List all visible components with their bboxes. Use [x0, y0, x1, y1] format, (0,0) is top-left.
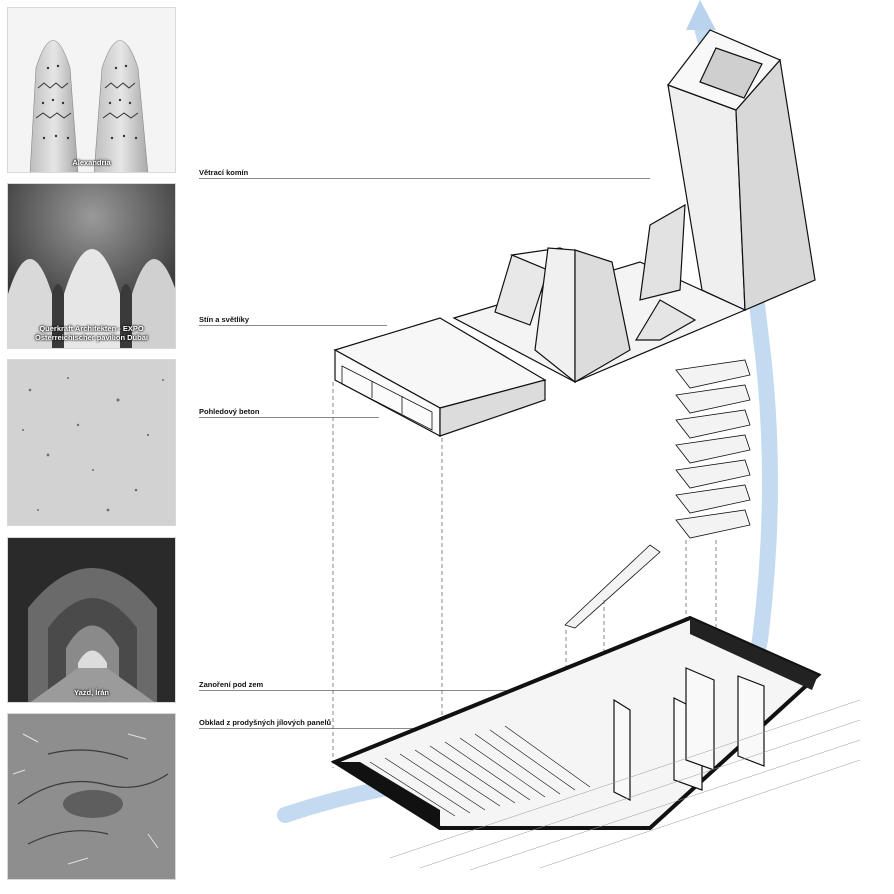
label-chimney: Větrací komín: [199, 168, 249, 177]
photo-caption-querkraft-2: Österreichischer pavilion Dubai: [35, 333, 148, 342]
photo-caption-yazd: Yazd, Írán: [73, 688, 109, 697]
label-concrete: Pohledový beton: [199, 407, 260, 416]
concrete-texture-image: [8, 360, 175, 525]
ground-texture: [389, 699, 861, 871]
underground-base: [330, 615, 822, 830]
ventilation-chimney: [667, 29, 816, 311]
label-underground: Zanoření pod zem: [199, 680, 264, 689]
yazd-alley-image: [8, 538, 175, 702]
concrete-volume: [333, 317, 547, 437]
photo-alexandria: Alexandria: [7, 7, 176, 173]
leader-concrete: [199, 417, 379, 418]
leader-cladding: [199, 728, 415, 729]
label-shade: Stín a světlíky: [199, 315, 250, 324]
projection-lines: [332, 382, 717, 810]
label-cladding: Obklad z prodyšných jílových panelů: [199, 718, 332, 727]
photo-clay: [7, 713, 176, 880]
stair-flights: [564, 359, 751, 629]
leader-underground: [199, 690, 510, 691]
leader-shade: [199, 325, 387, 326]
roof-shade-skylights: [452, 203, 747, 384]
clay-panel-texture-image: [8, 714, 175, 879]
airflow-arrow: [277, 0, 778, 823]
querkraft-pavilion-image: [8, 184, 175, 348]
photo-concrete: [7, 359, 176, 526]
photo-caption-querkraft-1: Querkraft Architekten - EXPO: [39, 324, 144, 333]
alexandria-towers-image: [8, 8, 175, 172]
photo-querkraft: Querkraft Architekten - EXPO Österreichi…: [7, 183, 176, 349]
photo-caption-alexandria: Alexandria: [72, 158, 111, 167]
photo-yazd: Yazd, Írán: [7, 537, 176, 703]
leader-chimney: [199, 178, 650, 179]
